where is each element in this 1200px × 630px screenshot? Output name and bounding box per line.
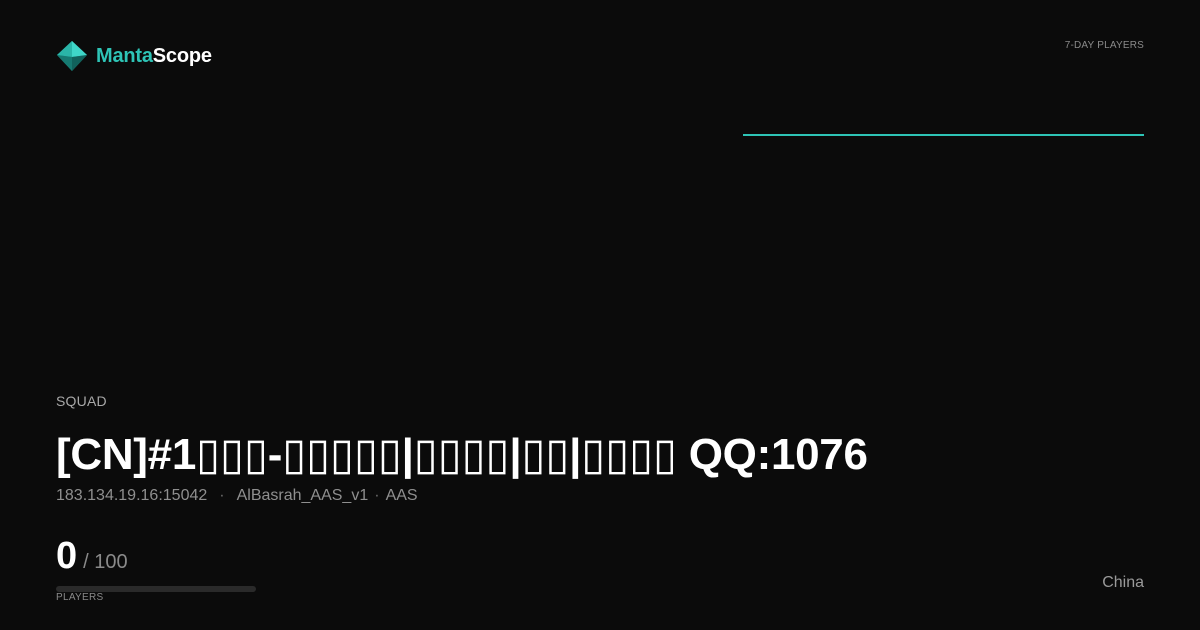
manta-diamond-icon	[57, 41, 87, 71]
detail-separator: ·	[374, 487, 380, 504]
server-mode: AAS	[385, 487, 418, 504]
server-country: China	[1102, 574, 1144, 591]
brand[interactable]: MantaScope	[56, 40, 212, 72]
server-details: 183.134.19.16:15042 · AlBasrah_AAS_v1 · …	[56, 487, 418, 505]
chart-label: 7-DAY PLAYERS	[1064, 40, 1144, 51]
detail-separator: ·	[219, 487, 225, 504]
game-label: SQUAD	[56, 393, 107, 409]
player-count-max: / 100	[83, 551, 128, 573]
player-capacity-bar	[56, 586, 256, 592]
brand-name-part-2: Scope	[152, 45, 212, 67]
player-count-current: 0	[56, 535, 78, 577]
server-map: AlBasrah_AAS_v1	[236, 487, 369, 504]
server-address: 183.134.19.16:15042	[56, 487, 208, 504]
brand-name: MantaScope	[96, 46, 212, 66]
server-name: [CN]#1▯▯▯-▯▯▯▯▯|▯▯▯▯|▯▯|▯▯▯▯ QQ:1076	[56, 430, 868, 479]
players-label: PLAYERS	[56, 592, 104, 603]
players-line-chart	[743, 134, 1144, 136]
brand-name-part-1: Manta	[96, 45, 153, 67]
player-count: 0 / 100	[56, 536, 128, 576]
